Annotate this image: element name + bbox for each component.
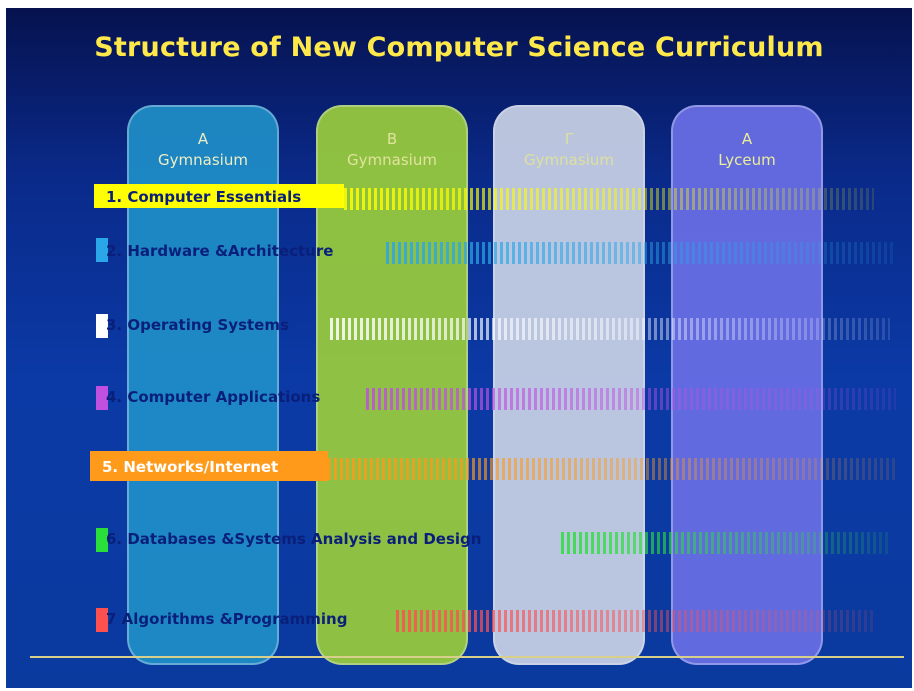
course-tag bbox=[96, 608, 108, 632]
course-label: 5. Networks/Internet bbox=[102, 458, 279, 476]
slide-title: Structure of New Computer Science Curric… bbox=[94, 32, 824, 63]
course-band bbox=[366, 388, 896, 410]
column-letter: A bbox=[197, 130, 209, 148]
course-tag bbox=[96, 386, 108, 410]
course-band bbox=[386, 242, 896, 264]
slide: Structure of New Computer Science Curric… bbox=[6, 8, 912, 688]
course-band bbox=[330, 318, 890, 340]
course-tag bbox=[90, 451, 328, 481]
course-label: 6. Databases &Systems Analysis and Desig… bbox=[106, 530, 482, 548]
column-name: Gymnasium bbox=[524, 151, 614, 169]
column-letter: B bbox=[386, 130, 398, 148]
course-label: 2. Hardware &Architecture bbox=[106, 242, 334, 260]
column-name: Gymnasium bbox=[158, 151, 248, 169]
column-letter: A bbox=[741, 130, 753, 148]
column-letter: Γ bbox=[564, 130, 574, 148]
course-tag bbox=[96, 238, 108, 262]
column-header: A Gymnasium bbox=[129, 129, 277, 171]
baseline-divider bbox=[30, 656, 904, 658]
course-label: 1. Computer Essentials bbox=[106, 188, 302, 206]
course-band bbox=[344, 188, 874, 210]
course-tag bbox=[96, 528, 108, 552]
course-label: 4. Computer Applications bbox=[106, 388, 321, 406]
course-label: 3. Operating Systems bbox=[106, 316, 289, 334]
column-header: Γ Gymnasium bbox=[495, 129, 643, 171]
course-tag bbox=[96, 314, 108, 338]
course-label: 7 Algorithms &Programming bbox=[106, 610, 348, 628]
column-header: B Gymnasium bbox=[318, 129, 466, 171]
course-band bbox=[328, 458, 898, 480]
course-band bbox=[396, 610, 876, 632]
course-band bbox=[561, 532, 891, 554]
course-tag bbox=[94, 184, 344, 208]
column-name: Gymnasium bbox=[347, 151, 437, 169]
column-header: A Lyceum bbox=[673, 129, 821, 171]
column-name: Lyceum bbox=[718, 151, 776, 169]
